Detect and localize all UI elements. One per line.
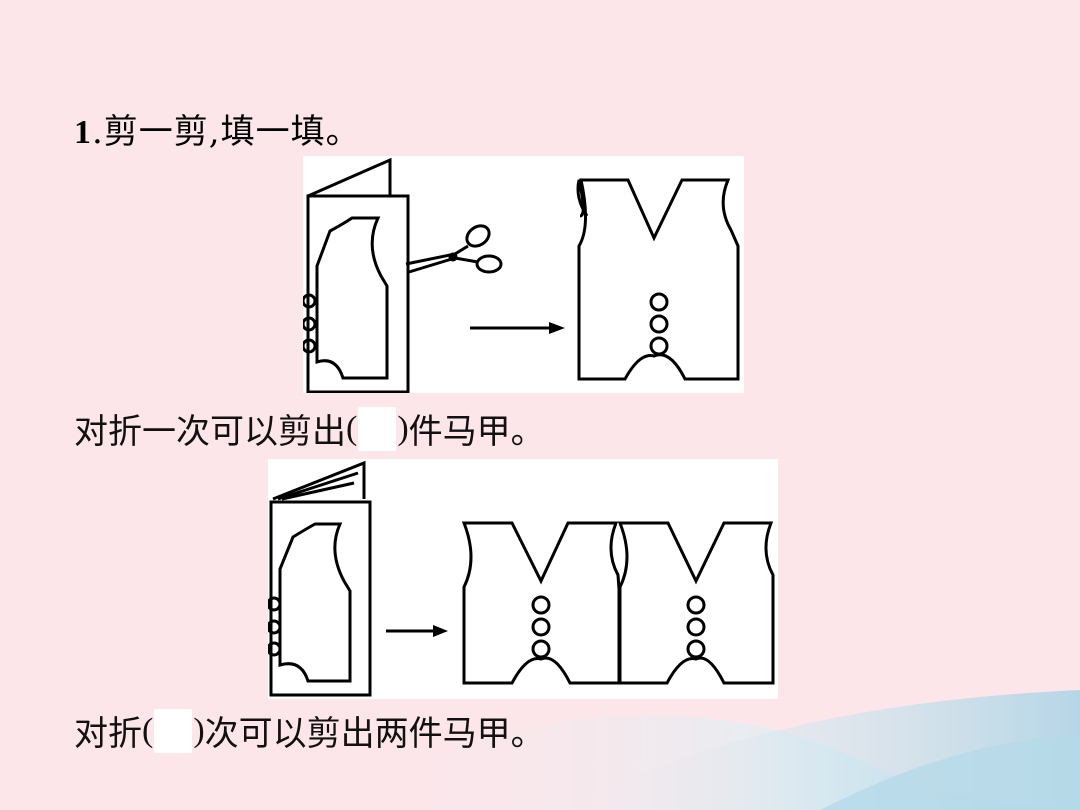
- folded-paper-icon: [268, 460, 372, 697]
- vest-icon: [576, 178, 740, 381]
- line2-close-paren: ): [193, 711, 205, 749]
- figure-single-fold: [303, 156, 744, 393]
- question-title: 1.剪一剪,填一填。: [74, 104, 361, 153]
- line1-text-after: 件马甲。: [408, 412, 545, 452]
- answer-blank-2[interactable]: [154, 708, 193, 753]
- fill-in-line-1: 对折一次可以剪出()件马甲。: [74, 404, 545, 453]
- line2-open-paren: (: [142, 711, 154, 749]
- line2-text-after: 次可以剪出两件马甲。: [204, 714, 545, 754]
- scissors-icon: [405, 224, 503, 274]
- arrow-right-icon: [386, 625, 448, 637]
- line2-text-before: 对折: [74, 714, 142, 754]
- folded-paper-icon: [303, 157, 410, 393]
- line1-close-paren: ): [397, 409, 409, 447]
- fill-in-line-2: 对折()次可以剪出两件马甲。: [74, 706, 545, 755]
- vest-icon: [617, 521, 775, 685]
- figure-double-fold: [268, 459, 778, 699]
- arrow-right-icon: [470, 322, 565, 334]
- question-number: 1: [74, 114, 92, 151]
- line1-text-before: 对折一次可以剪出: [74, 412, 346, 452]
- question-text: .剪一剪,填一填。: [92, 112, 361, 152]
- answer-blank-1[interactable]: [358, 406, 397, 451]
- vest-icon: [461, 521, 621, 685]
- line1-open-paren: (: [346, 409, 358, 447]
